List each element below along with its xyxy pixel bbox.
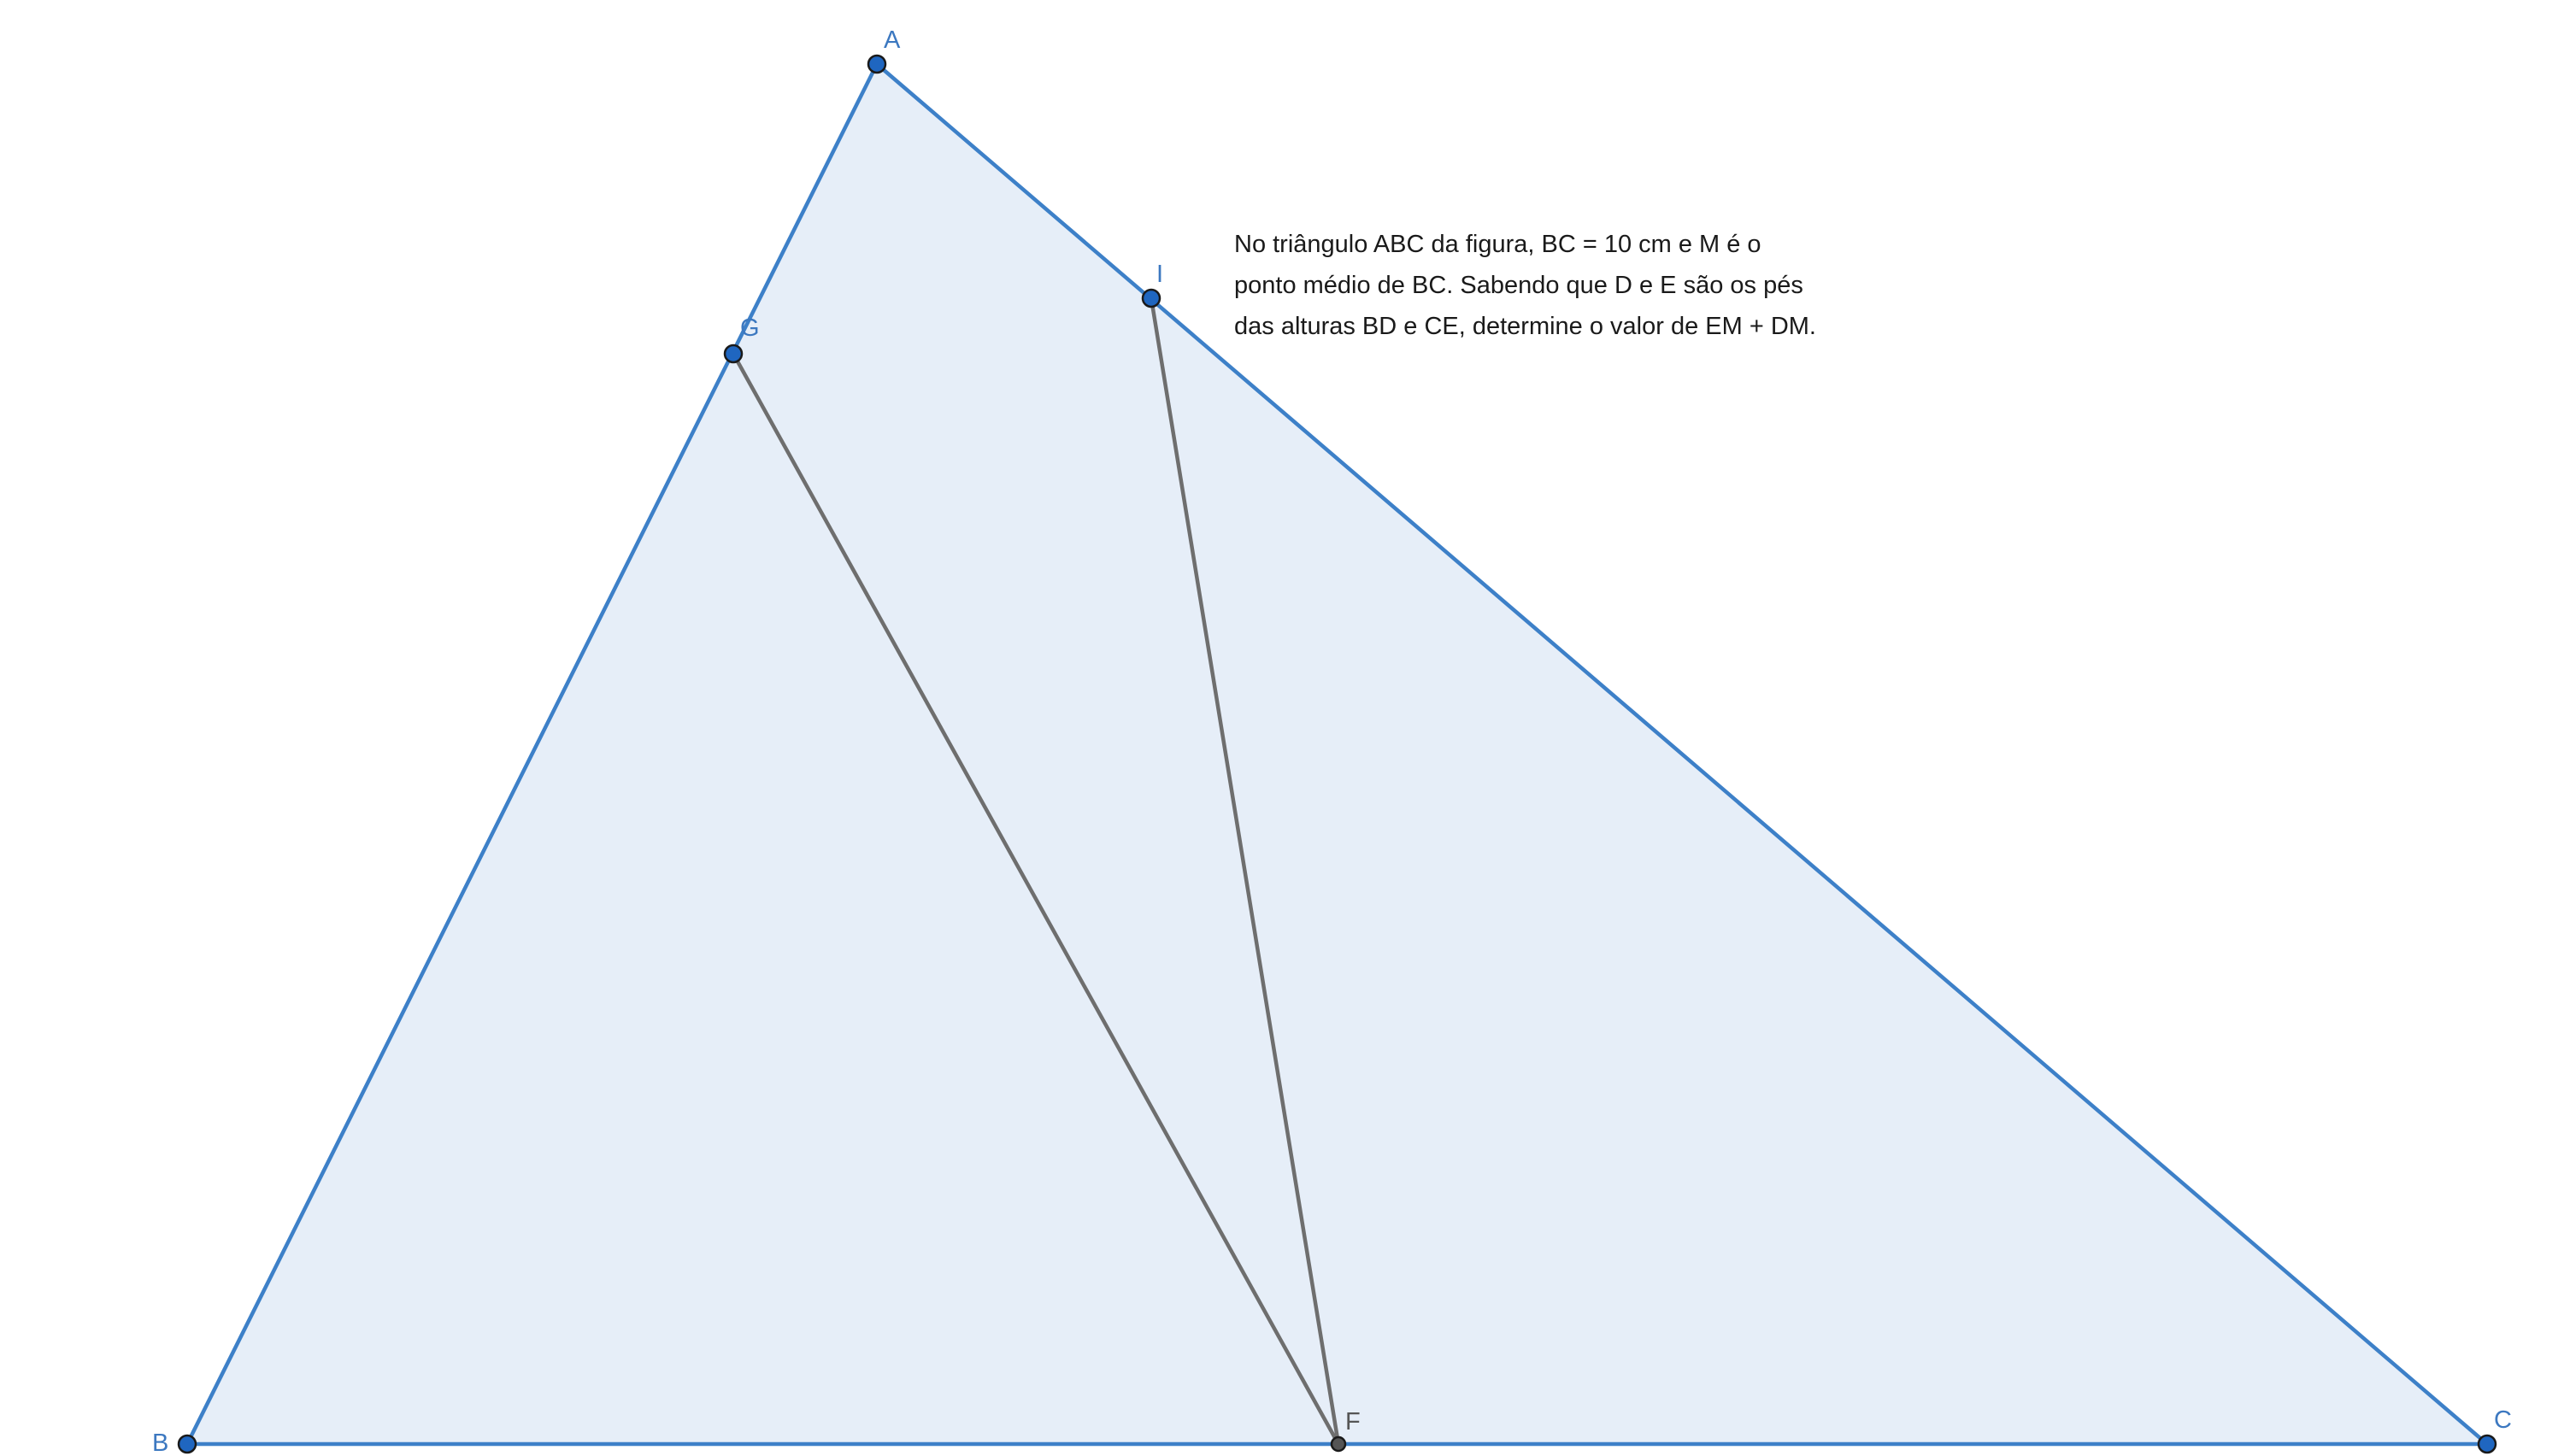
label-c: C	[2494, 1406, 2512, 1434]
problem-statement: No triângulo ABC da figura, BC = 10 cm e…	[1234, 224, 2003, 347]
label-b: B	[152, 1430, 168, 1456]
problem-line-2: ponto médio de BC. Sabendo que D e E são…	[1234, 272, 1803, 299]
point-c[interactable]	[2477, 1434, 2497, 1454]
segment-if	[1149, 297, 1341, 1445]
label-i: I	[1156, 261, 1163, 288]
label-f: F	[1345, 1408, 1361, 1435]
problem-line-3: das alturas BD e CE, determine o valor d…	[1234, 313, 1816, 340]
point-a[interactable]	[867, 54, 887, 74]
point-b[interactable]	[177, 1434, 197, 1454]
point-g[interactable]	[723, 343, 744, 364]
segment-gf	[732, 352, 1340, 1446]
label-a: A	[884, 26, 901, 54]
problem-line-1: No triângulo ABC da figura, BC = 10 cm e…	[1234, 231, 1761, 258]
point-f[interactable]	[1330, 1435, 1347, 1453]
label-g: G	[740, 314, 760, 342]
point-i[interactable]	[1141, 288, 1161, 308]
